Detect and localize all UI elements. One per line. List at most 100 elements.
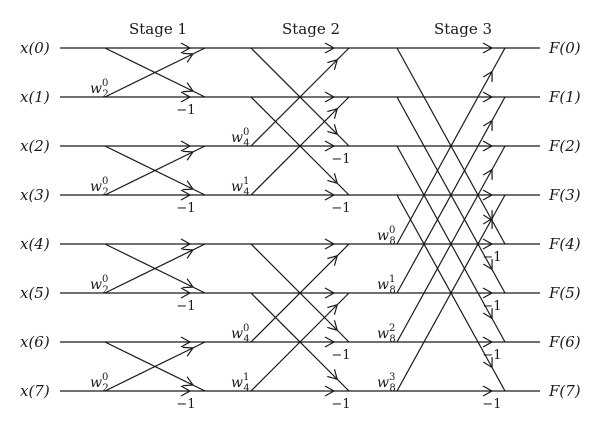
input-label-0: x(0) — [20, 39, 50, 57]
stage-3-wire-arrow-3 — [482, 189, 494, 201]
stage-1-title: Stage 1 — [129, 20, 187, 38]
stage-2-cross-0-to-2-arrow — [327, 124, 339, 136]
stage-2-neg-one-7: −1 — [331, 397, 350, 412]
stage-2-cross-7-to-5 — [250, 292, 350, 392]
stage-1-cross-3-to-2 — [104, 145, 206, 196]
output-label-7: F(7) — [548, 382, 581, 400]
stage-2-neg-one-6: −1 — [331, 348, 350, 363]
output-label-0: F(0) — [548, 39, 581, 57]
input-label-4: x(4) — [20, 235, 50, 253]
input-label-6: x(6) — [20, 333, 50, 351]
stage-1-cross-7-to-6-arrow — [182, 346, 195, 357]
stage-1-neg-one-5: −1 — [176, 299, 195, 314]
stage-1-wire-arrow-3 — [180, 189, 192, 201]
output-label-1: F(1) — [548, 88, 581, 106]
stage-1-wire-arrow-7 — [180, 385, 192, 397]
stage-1-neg-one-1: −1 — [176, 103, 195, 118]
output-label-3: F(3) — [548, 186, 581, 204]
stage-1-wire-arrow-6 — [180, 336, 192, 348]
stage-2-cross-6-to-4-arrow — [327, 254, 339, 266]
stage-1-cross-5-to-4-arrow — [182, 248, 195, 259]
stage-2-wire-arrow-3 — [324, 189, 336, 201]
output-label-5: F(5) — [548, 284, 581, 302]
output-label-6: F(6) — [548, 333, 581, 351]
input-label-5: x(5) — [20, 284, 50, 302]
stage-1-cross-4-to-5-arrow — [182, 278, 195, 289]
stage-3-cross-3-to-7-arrow — [482, 357, 493, 369]
stage-3-cross-5-to-1-arrow — [482, 119, 493, 131]
stage-2-cross-3-to-1-arrow — [327, 107, 339, 119]
stage-3-wire-arrow-4 — [482, 238, 494, 250]
stage-2-cross-6-to-4 — [250, 243, 350, 343]
stage-2-wire-arrow-0 — [324, 42, 336, 54]
stage-1-wire-arrow-1 — [180, 91, 192, 103]
stage-1-wire-arrow-4 — [180, 238, 192, 250]
stage-2-cross-3-to-1 — [250, 96, 350, 196]
stage-2-cross-2-to-0-arrow — [327, 58, 339, 70]
stage-3-wire-arrow-1 — [482, 91, 494, 103]
stage-1-wire-arrow-5 — [180, 287, 192, 299]
stage-3-cross-5-to-1 — [396, 96, 506, 294]
stage-1-neg-one-7: −1 — [176, 397, 195, 412]
stage-3-cross-4-to-0 — [396, 47, 506, 245]
stage-1-wire-arrow-0 — [180, 42, 192, 54]
stage-1-cross-1-to-0-arrow — [182, 52, 195, 63]
stage-1-neg-one-3: −1 — [176, 201, 195, 216]
stage-3-neg-one-6: −1 — [482, 348, 501, 363]
node-labels: x(0) x(1) x(2) x(3) x(4) x(5) x(6) x(7) F(0) F(1)… — [20, 39, 581, 412]
stage-2-wire-arrow-7 — [324, 385, 336, 397]
stage-1-cross-7-to-6 — [104, 341, 206, 392]
stage-1-cross-6-to-7-arrow — [182, 376, 195, 387]
stage-3-cross-4-to-0-arrow — [482, 70, 493, 82]
stage-2-cross-4-to-6-arrow — [327, 320, 339, 332]
input-label-1: x(1) — [20, 88, 50, 106]
stage-2-neg-one-2: −1 — [331, 152, 350, 167]
stage-2-cross-5-to-7-arrow — [327, 369, 339, 381]
stage-2-cross-2-to-0 — [250, 47, 350, 147]
stage-3-wire-arrow-0 — [482, 42, 494, 54]
stage-2-cross-1-to-3-arrow — [327, 173, 339, 185]
stage-2-cross-7-to-5-arrow — [327, 303, 339, 315]
stage-1-cross-1-to-0 — [104, 47, 206, 98]
stage-3-wire-arrow-6 — [482, 336, 494, 348]
stage-3-cross-7-to-3-arrow — [482, 217, 493, 229]
stage-2-wire-arrow-1 — [324, 91, 336, 103]
input-label-2: x(2) — [20, 137, 50, 155]
stage-3-cross-2-to-6-arrow — [482, 308, 493, 320]
stage-1-cross-3-to-2-arrow — [182, 150, 195, 161]
stage-3-neg-one-5: −1 — [482, 299, 501, 314]
stage-2-neg-one-3: −1 — [331, 201, 350, 216]
stage-3-wire-arrow-7 — [482, 385, 494, 397]
stage-2-wire-arrow-5 — [324, 287, 336, 299]
input-label-3: x(3) — [20, 186, 50, 204]
input-label-7: x(7) — [20, 382, 50, 400]
stage-3-cross-6-to-2 — [396, 145, 506, 343]
stage-2-wire-arrow-4 — [324, 238, 336, 250]
stage-1-wire-arrow-2 — [180, 140, 192, 152]
stage-1-cross-0-to-1-arrow — [182, 82, 195, 93]
stage-3-wire-arrow-2 — [482, 140, 494, 152]
stage-3-title: Stage 3 — [434, 20, 492, 38]
stage-2-title: Stage 2 — [282, 20, 340, 38]
stage-3-wire-arrow-5 — [482, 287, 494, 299]
stage-3-cross-6-to-2-arrow — [482, 168, 493, 180]
stage-3-cross-1-to-5-arrow — [482, 259, 493, 271]
signal-lines — [60, 42, 540, 397]
output-label-2: F(2) — [548, 137, 581, 155]
stage-2-wire-arrow-6 — [324, 336, 336, 348]
stage-3-cross-7-to-3 — [396, 194, 506, 392]
stage-2-wire-arrow-2 — [324, 140, 336, 152]
stage-1-cross-5-to-4 — [104, 243, 206, 294]
